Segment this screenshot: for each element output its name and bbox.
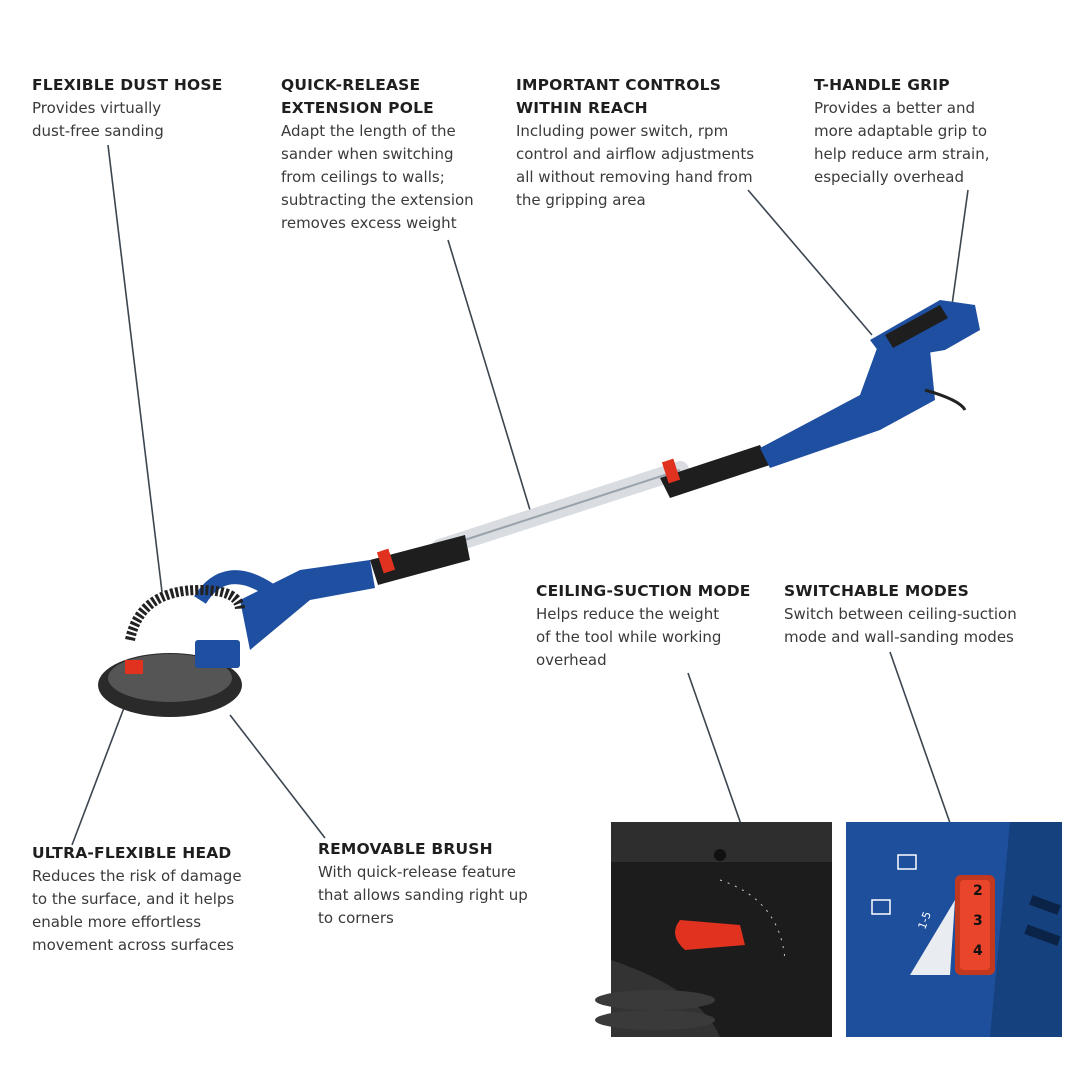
callout-text: Provides virtually [32, 99, 162, 117]
inset-ceiling-suction [595, 822, 832, 1037]
callout-text: the gripping area [516, 191, 646, 209]
callout-text: that allows sanding right up [318, 886, 528, 904]
callout-quick-release-extension-pole: QUICK-RELEASE EXTENSION POLE Adapt the l… [281, 74, 474, 235]
leader-line-t-handle [951, 189, 969, 306]
leader-line-extension-pole [447, 239, 531, 511]
callout-text: all without removing hand from [516, 168, 753, 186]
callout-title: REMOVABLE BRUSH [318, 840, 493, 858]
dial-number-4: 4 [973, 943, 983, 959]
callout-title: FLEXIBLE DUST HOSE [32, 76, 223, 94]
callout-ceiling-suction-mode: CEILING-SUCTION MODE Helps reduce the we… [536, 580, 751, 672]
callout-text: Including power switch, rpm [516, 122, 729, 140]
leader-line-controls [747, 189, 873, 336]
callout-title: EXTENSION POLE [281, 99, 434, 117]
callout-text: overhead [536, 651, 607, 669]
lower-arm [240, 560, 375, 650]
leader-line-ceiling-suction [687, 672, 751, 851]
callout-text: of the tool while working [536, 628, 722, 646]
dial-range-label: 1-5 [916, 910, 934, 931]
callout-title: WITHIN REACH [516, 99, 648, 117]
callout-text: control and airflow adjustments [516, 145, 755, 163]
callout-important-controls: IMPORTANT CONTROLS WITHIN REACH Includin… [516, 74, 754, 212]
leader-line-ultra-flexible-head [71, 691, 131, 846]
callout-text: enable more effortless [32, 913, 202, 931]
callout-t-handle-grip: T-HANDLE GRIP Provides a better and more… [814, 74, 990, 189]
callout-title: ULTRA-FLEXIBLE HEAD [32, 844, 232, 862]
inset-switchable-modes: 2 3 4 1-5 [846, 822, 1062, 1037]
callout-text: mode and wall-sanding modes [784, 628, 1014, 646]
dial-number-2: 2 [973, 883, 983, 899]
callout-text: Reduces the risk of damage [32, 867, 242, 885]
callout-text: Switch between ceiling-suction [784, 605, 1017, 623]
quick-release-lever-upper [661, 458, 681, 484]
callout-removable-brush: REMOVABLE BRUSH With quick-release featu… [318, 838, 528, 930]
dust-hose [125, 584, 245, 642]
callout-text: to corners [318, 909, 394, 927]
mode-indicator-wedge [910, 900, 955, 975]
callout-text: Helps reduce the weight [536, 605, 720, 623]
callout-text: more adaptable grip to [814, 122, 988, 140]
pole-collar-upper [660, 445, 770, 498]
callout-text: subtracting the extension [281, 191, 474, 209]
leader-line-dust-hose [107, 144, 163, 593]
callout-text: Adapt the length of the [281, 122, 456, 140]
callout-title: CEILING-SUCTION MODE [536, 582, 751, 600]
callout-text: to the surface, and it helps [32, 890, 235, 908]
callout-title: QUICK-RELEASE [281, 76, 421, 94]
callout-text: from ceilings to walls; [281, 168, 445, 186]
callout-text: dust-free sanding [32, 122, 164, 140]
callout-title: SWITCHABLE MODES [784, 582, 970, 600]
head-motor [195, 640, 240, 668]
ceiling-suction-lever [675, 920, 745, 950]
callout-text: removes excess weight [281, 214, 457, 232]
callout-text: Provides a better and [814, 99, 976, 117]
leader-lines [71, 144, 971, 881]
drywall-sander [98, 300, 980, 717]
callout-ultra-flexible-head: ULTRA-FLEXIBLE HEAD Reduces the risk of … [32, 842, 242, 957]
callout-text: With quick-release feature [318, 863, 516, 881]
callout-text: especially overhead [814, 168, 965, 186]
callout-text: help reduce arm strain, [814, 145, 990, 163]
dial-number-3: 3 [973, 913, 983, 929]
callout-title: IMPORTANT CONTROLS [516, 76, 722, 94]
quick-release-lever-lower [376, 548, 396, 574]
motor-housing [760, 340, 935, 468]
leader-line-removable-brush [229, 714, 326, 839]
callout-flexible-dust-hose: FLEXIBLE DUST HOSE Provides virtually du… [32, 74, 223, 143]
callout-switchable-modes: SWITCHABLE MODES Switch between ceiling-… [784, 580, 1017, 649]
pole-collar-lower [370, 535, 470, 585]
callout-title: T-HANDLE GRIP [814, 76, 950, 94]
power-cord [924, 388, 967, 411]
callout-text: sander when switching [281, 145, 454, 163]
callout-text: movement across surfaces [32, 936, 234, 954]
